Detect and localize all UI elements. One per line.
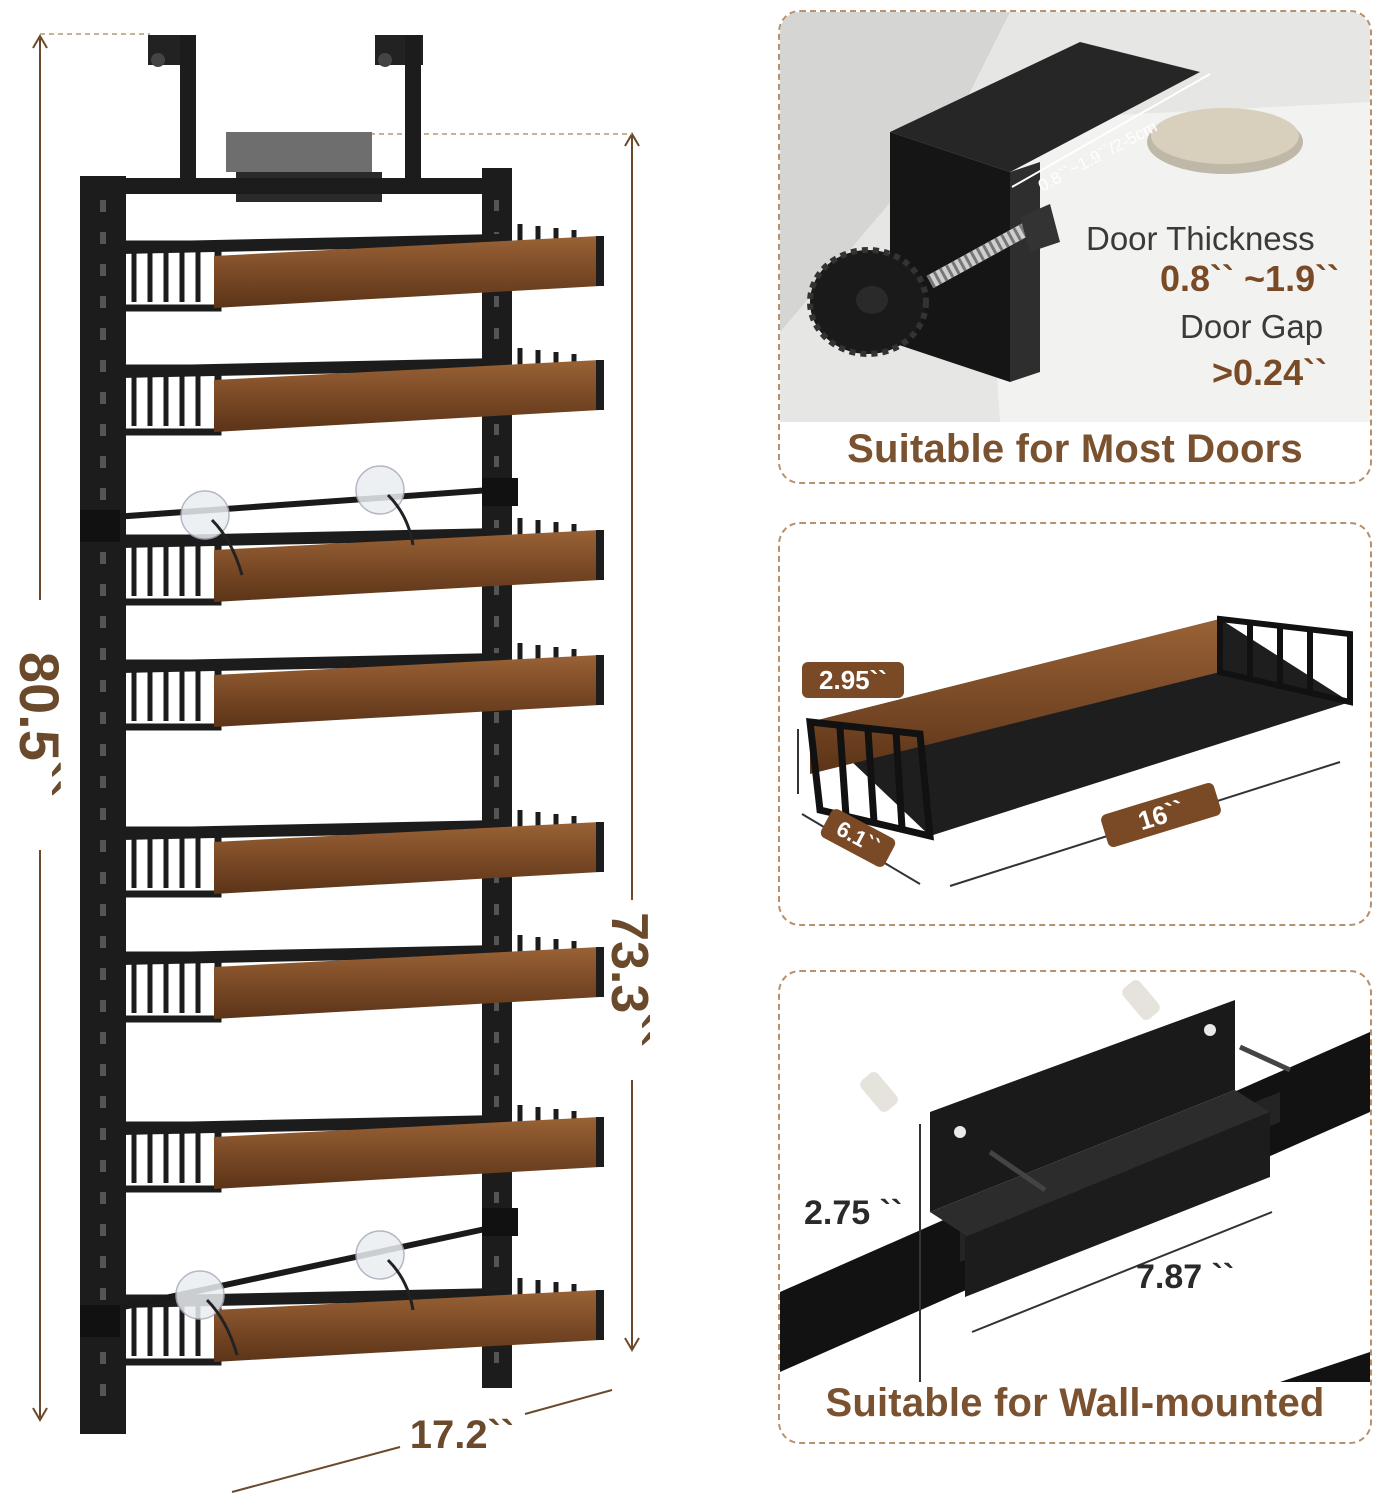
rail-hole	[100, 744, 106, 756]
shelf-dimension-panel: 2.95`` 6.1`` 16``	[778, 522, 1372, 926]
towel-bars	[80, 465, 518, 1356]
rail-hole	[494, 1096, 499, 1107]
rail-hole	[100, 264, 106, 276]
rail-hole	[494, 456, 499, 467]
rail-hole	[100, 872, 106, 884]
rail-hole	[494, 808, 499, 819]
bracket-width-label: 7.87 ``	[1136, 1258, 1235, 1296]
rail-hole	[100, 1256, 106, 1268]
rail-hole	[100, 1192, 106, 1204]
total-height-label: 80.5``	[8, 652, 71, 798]
rail-hole	[494, 744, 499, 755]
rail-hole	[100, 968, 106, 980]
rail-hole	[100, 488, 106, 500]
rail-hole	[494, 1064, 499, 1075]
rail-hole	[494, 1352, 499, 1363]
rail-hole	[100, 328, 106, 340]
rail-hole	[494, 200, 499, 211]
shelf-height-dimension: 73.3``	[370, 132, 658, 1352]
rail-hole	[494, 1032, 499, 1043]
rail-hole	[100, 1128, 106, 1140]
rail-hole	[494, 616, 499, 627]
rail-hole	[494, 328, 499, 339]
side-rails	[80, 168, 512, 1434]
rack-shelf	[114, 224, 604, 312]
rail-hole	[100, 552, 106, 564]
rail-hole	[494, 1000, 499, 1011]
rail-hole	[100, 904, 106, 916]
shelf-height-badge: 2.95``	[802, 662, 904, 698]
door-compatibility-panel: 0.8``~1.9``/2-5cm Door Thickness 0.8`` ~…	[778, 10, 1372, 484]
rail-hole	[100, 1352, 106, 1364]
rail-hole	[100, 776, 106, 788]
wall-bracket-illustration	[780, 980, 1370, 1442]
rail-hole	[100, 456, 106, 468]
rail-hole	[100, 1096, 106, 1108]
rack-shelf	[114, 348, 604, 436]
rack-shelf	[114, 935, 604, 1023]
rail-hole	[494, 584, 499, 595]
rail-hole	[100, 1288, 106, 1300]
rail-hole	[100, 1160, 106, 1172]
rail-hole	[100, 1064, 106, 1076]
rail-hole	[494, 296, 499, 307]
wall-panel-caption: Suitable for Wall-mounted	[825, 1381, 1325, 1425]
door-panel-caption: Suitable for Most Doors	[847, 427, 1303, 471]
door-hooks	[120, 35, 500, 202]
rail-hole	[100, 360, 106, 372]
shelves	[114, 224, 604, 1366]
rail-hole	[100, 648, 106, 660]
rail-hole	[100, 392, 106, 404]
rail-hole	[100, 712, 106, 724]
total-height-dimension: 80.5``	[8, 33, 150, 1422]
rack-shelf	[114, 643, 604, 731]
door-thickness-value: 0.8`` ~1.9``	[1160, 258, 1340, 299]
rail-hole	[494, 712, 499, 723]
door-gap-label: Door Gap	[1180, 308, 1324, 345]
rail-hole	[100, 808, 106, 820]
rail-hole	[494, 520, 499, 531]
rail-hole	[100, 616, 106, 628]
width-label: 17.2``	[410, 1413, 515, 1457]
door-thickness-label: Door Thickness	[1086, 220, 1315, 257]
single-shelf-illustration	[797, 615, 1353, 887]
door-gap-value: >0.24``	[1212, 352, 1328, 393]
rail-hole	[494, 1192, 499, 1203]
rack-shelf	[114, 518, 604, 606]
rail-hole	[100, 232, 106, 244]
rail-hole	[494, 936, 499, 947]
rail-hole	[494, 776, 499, 787]
rail-hole	[494, 1256, 499, 1267]
rail-hole	[100, 1032, 106, 1044]
rail-hole	[494, 904, 499, 915]
rail-hole	[100, 296, 106, 308]
rack-illustration: 80.5`` 73.3`` 17.2``	[8, 33, 658, 1493]
rail-hole	[100, 840, 106, 852]
rail-hole	[100, 584, 106, 596]
wall-mount-panel: 2.75 `` 7.87 `` Suitable for Wall-mounte…	[778, 970, 1372, 1444]
shelf-height-label: 73.3``	[600, 912, 658, 1048]
door-clamp-illustration: 0.8``~1.9``/2-5cm	[780, 12, 1370, 482]
rail-hole	[100, 680, 106, 692]
rack-shelf	[114, 810, 604, 898]
bracket-height-label: 2.75 ``	[804, 1194, 903, 1232]
rail-hole	[100, 424, 106, 436]
width-dimension: 17.2``	[231, 1389, 613, 1493]
rail-hole	[100, 200, 106, 212]
rail-hole	[100, 1000, 106, 1012]
rail-hole	[100, 1224, 106, 1236]
rail-hole	[494, 424, 499, 435]
rail-hole	[100, 936, 106, 948]
rail-hole	[100, 1384, 106, 1396]
rack-shelf	[114, 1105, 604, 1193]
